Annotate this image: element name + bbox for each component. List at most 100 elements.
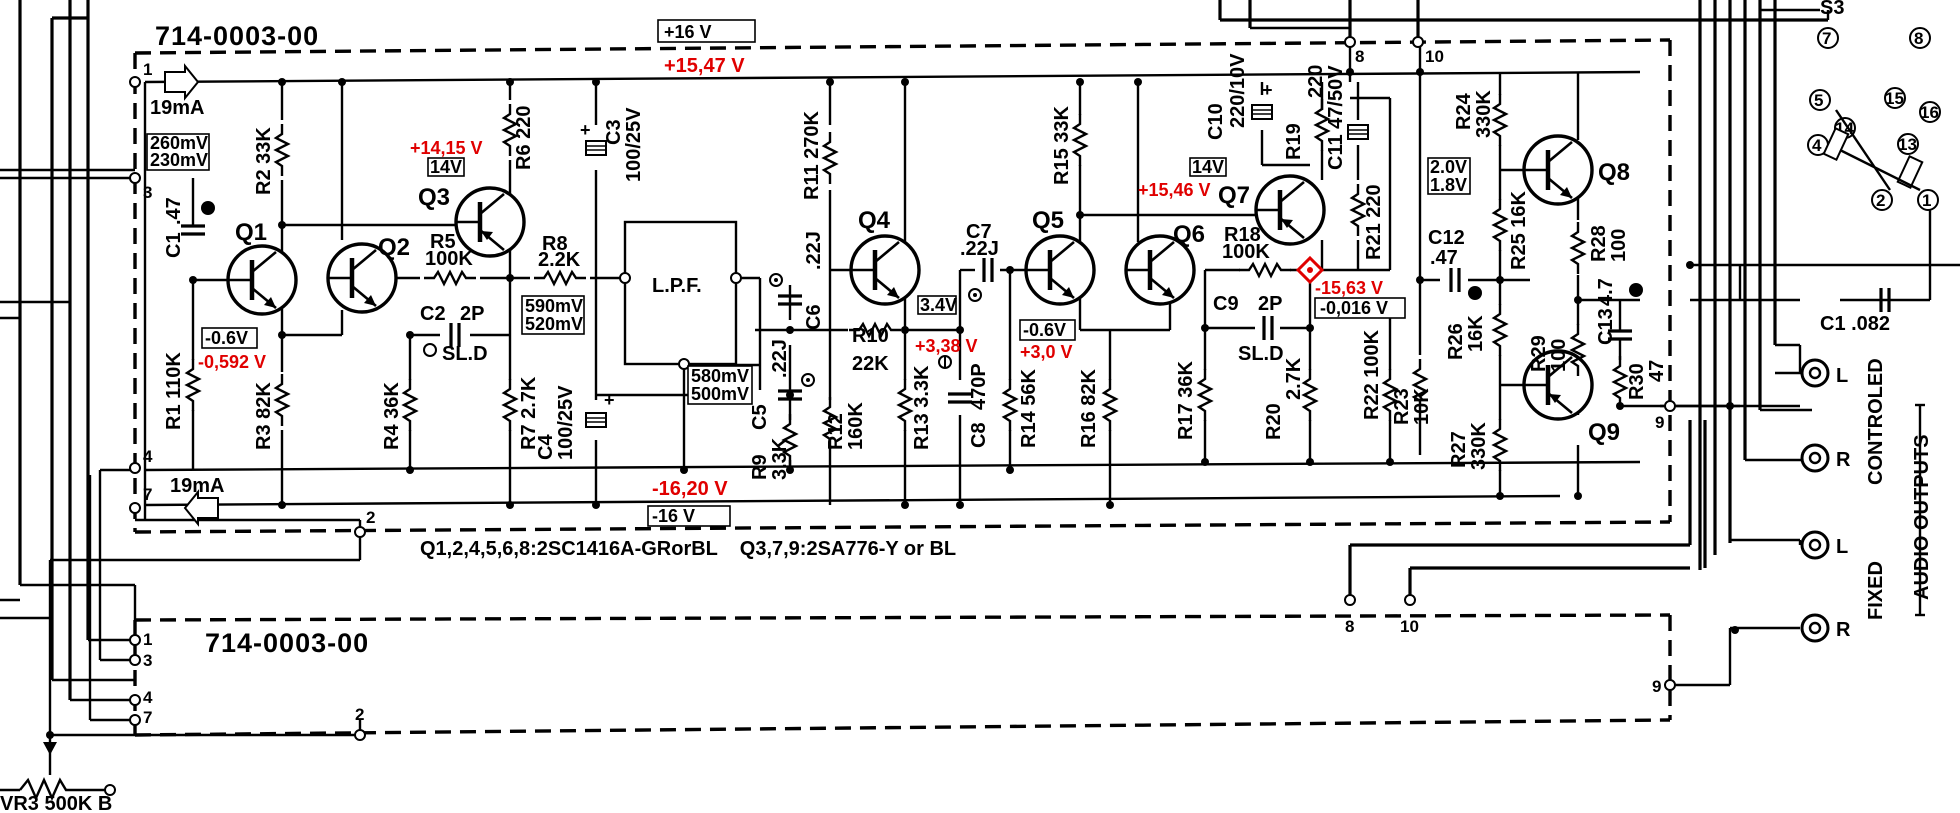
voltage-annotations: 260mV 230mV +14,15 V 14V -0.6V -0,592 V … bbox=[146, 133, 1471, 405]
jack-label-r2: R bbox=[1836, 619, 1851, 641]
resistor-r18 bbox=[1237, 262, 1293, 278]
c5-label: C5 bbox=[749, 404, 771, 430]
r26-label: R26 bbox=[1445, 323, 1467, 360]
r15-label: R15 33K bbox=[1051, 106, 1073, 185]
resistor-r25 bbox=[1492, 197, 1508, 253]
r8-label: R8 bbox=[542, 233, 568, 255]
supply-neg-box-label: -16 V bbox=[652, 506, 695, 526]
r13-label: R13 3.3K bbox=[911, 365, 933, 450]
lpf-out-voltage-1: 580mV bbox=[691, 366, 749, 386]
s3-contact-13: 13 bbox=[1898, 135, 1917, 154]
board-id-top: 714-0003-00 bbox=[155, 21, 319, 51]
output-jack-controlled-right bbox=[1800, 443, 1830, 473]
pin-8: 8 bbox=[1355, 47, 1364, 66]
resistor-r30 bbox=[1612, 354, 1628, 410]
r3-label: R3 82K bbox=[253, 382, 275, 450]
lpf-out-voltage-2: 500mV bbox=[691, 384, 749, 404]
r4-label: R4 36K bbox=[381, 382, 403, 450]
r27-value: 330K bbox=[1468, 422, 1490, 470]
r12-label: R12 bbox=[825, 413, 847, 450]
fixed-label: FIXED bbox=[1865, 561, 1887, 620]
c3-label: C3 bbox=[603, 119, 625, 145]
r10-label: R10 bbox=[852, 325, 889, 347]
resistor-r14 bbox=[1002, 377, 1018, 433]
supply-pos-measured: +15,47 V bbox=[664, 55, 745, 77]
r9-value: 3.3K bbox=[769, 437, 791, 480]
capacitor-c4 bbox=[585, 412, 607, 428]
input-voltage-2: 230mV bbox=[150, 150, 208, 170]
r30-label: R30 bbox=[1626, 363, 1648, 400]
r22-label: R22 100K bbox=[1361, 329, 1383, 420]
q2-label: Q2 bbox=[378, 234, 410, 261]
c2-label: C2 bbox=[420, 303, 446, 325]
pin-7: 7 bbox=[143, 485, 152, 504]
resistor-r5 bbox=[422, 270, 478, 286]
q5-label: Q5 bbox=[1032, 207, 1064, 234]
transistor-q8 bbox=[1524, 136, 1592, 204]
output-probe-marker bbox=[1295, 255, 1325, 285]
current-in-label: 19mA bbox=[150, 97, 204, 119]
pin-4: 4 bbox=[143, 447, 153, 466]
q6-label: Q6 bbox=[1173, 221, 1205, 248]
pin-10: 10 bbox=[1425, 47, 1444, 66]
r11-label: R11 270K bbox=[801, 110, 823, 200]
r29-label: R29 bbox=[1528, 335, 1550, 372]
q1-emitter-measured: -0,592 V bbox=[198, 352, 266, 372]
s3-contact-5: 5 bbox=[1814, 91, 1823, 110]
c5-value: .22J bbox=[769, 339, 791, 378]
r5-value: 100K bbox=[425, 248, 473, 270]
c7-value: .22J bbox=[960, 238, 999, 260]
c13-label: C13 bbox=[1595, 308, 1617, 345]
c9-value: 2P bbox=[1258, 293, 1282, 315]
r8-value: 2.2K bbox=[538, 249, 581, 271]
transistor-q4 bbox=[851, 236, 919, 304]
q5-emitter-measured: +3,0 V bbox=[1020, 342, 1073, 362]
pin-b1: 1 bbox=[143, 630, 152, 649]
q1-emitter-box: -0.6V bbox=[205, 328, 248, 348]
r24-value: 330K bbox=[1473, 90, 1495, 138]
pin-numbers: 1 3 4 7 2 8 10 9 1 3 4 7 2 8 10 9 bbox=[143, 47, 1664, 727]
pin-b3: 3 bbox=[143, 651, 152, 670]
c1-external-label: C1 .082 bbox=[1820, 313, 1890, 335]
lpf-in-voltage-2: 520mV bbox=[525, 314, 583, 334]
lpf-in-voltage-1: 590mV bbox=[525, 296, 583, 316]
r23-value: 10K bbox=[1411, 388, 1433, 425]
r27-label: R27 bbox=[1448, 431, 1470, 468]
current-arrow-in bbox=[164, 63, 200, 101]
q4-emitter-measured: +3,38 V bbox=[915, 336, 978, 356]
c9-type: SL.D bbox=[1238, 343, 1284, 365]
jack-label-l2: L bbox=[1836, 536, 1848, 558]
q5-emitter-box: -0.6V bbox=[1023, 320, 1066, 340]
resistor-r3 bbox=[274, 372, 290, 428]
jack-label-r1: R bbox=[1836, 449, 1851, 471]
c8-value: 470P bbox=[968, 363, 990, 410]
pin-1: 1 bbox=[143, 60, 152, 79]
r28-value: 100 bbox=[1608, 229, 1630, 262]
supply-pos-box bbox=[657, 19, 756, 43]
r28-label: R28 bbox=[1588, 225, 1610, 262]
s3-label: S3 bbox=[1820, 0, 1844, 19]
r1-label: R1 110K bbox=[163, 352, 185, 430]
c13-value: 4.7 bbox=[1595, 278, 1617, 306]
resistor-r17 bbox=[1197, 367, 1213, 423]
polarity-dot bbox=[1629, 283, 1643, 297]
pin-9: 9 bbox=[1655, 413, 1664, 432]
output-jack-fixed-right bbox=[1800, 613, 1830, 643]
audio-outputs-label: AUDIO OUTPUTS bbox=[1911, 434, 1933, 600]
c6-label: C6 bbox=[803, 304, 825, 330]
q7-label: Q7 bbox=[1218, 182, 1250, 209]
r6-label: R6 220 bbox=[513, 106, 535, 171]
pin-b4: 4 bbox=[143, 688, 153, 707]
q7-emitter-box: 14V bbox=[1192, 157, 1224, 177]
r21-label: R21 220 bbox=[1363, 184, 1385, 260]
capacitor-c11 bbox=[1347, 124, 1369, 140]
part-labels-horizontal: R5 100K R8 2.2K C2 2P SL.D R10 22K C7 .2… bbox=[0, 221, 1890, 813]
s3-contact-16: 16 bbox=[1920, 103, 1939, 122]
c8-label: C8 bbox=[968, 422, 990, 448]
c9-label: C9 bbox=[1213, 293, 1239, 315]
svg-text:+: + bbox=[604, 390, 615, 410]
svg-text:+: + bbox=[580, 120, 591, 140]
r2-label: R2 33K bbox=[253, 127, 275, 195]
resistor-r11 bbox=[822, 130, 838, 186]
